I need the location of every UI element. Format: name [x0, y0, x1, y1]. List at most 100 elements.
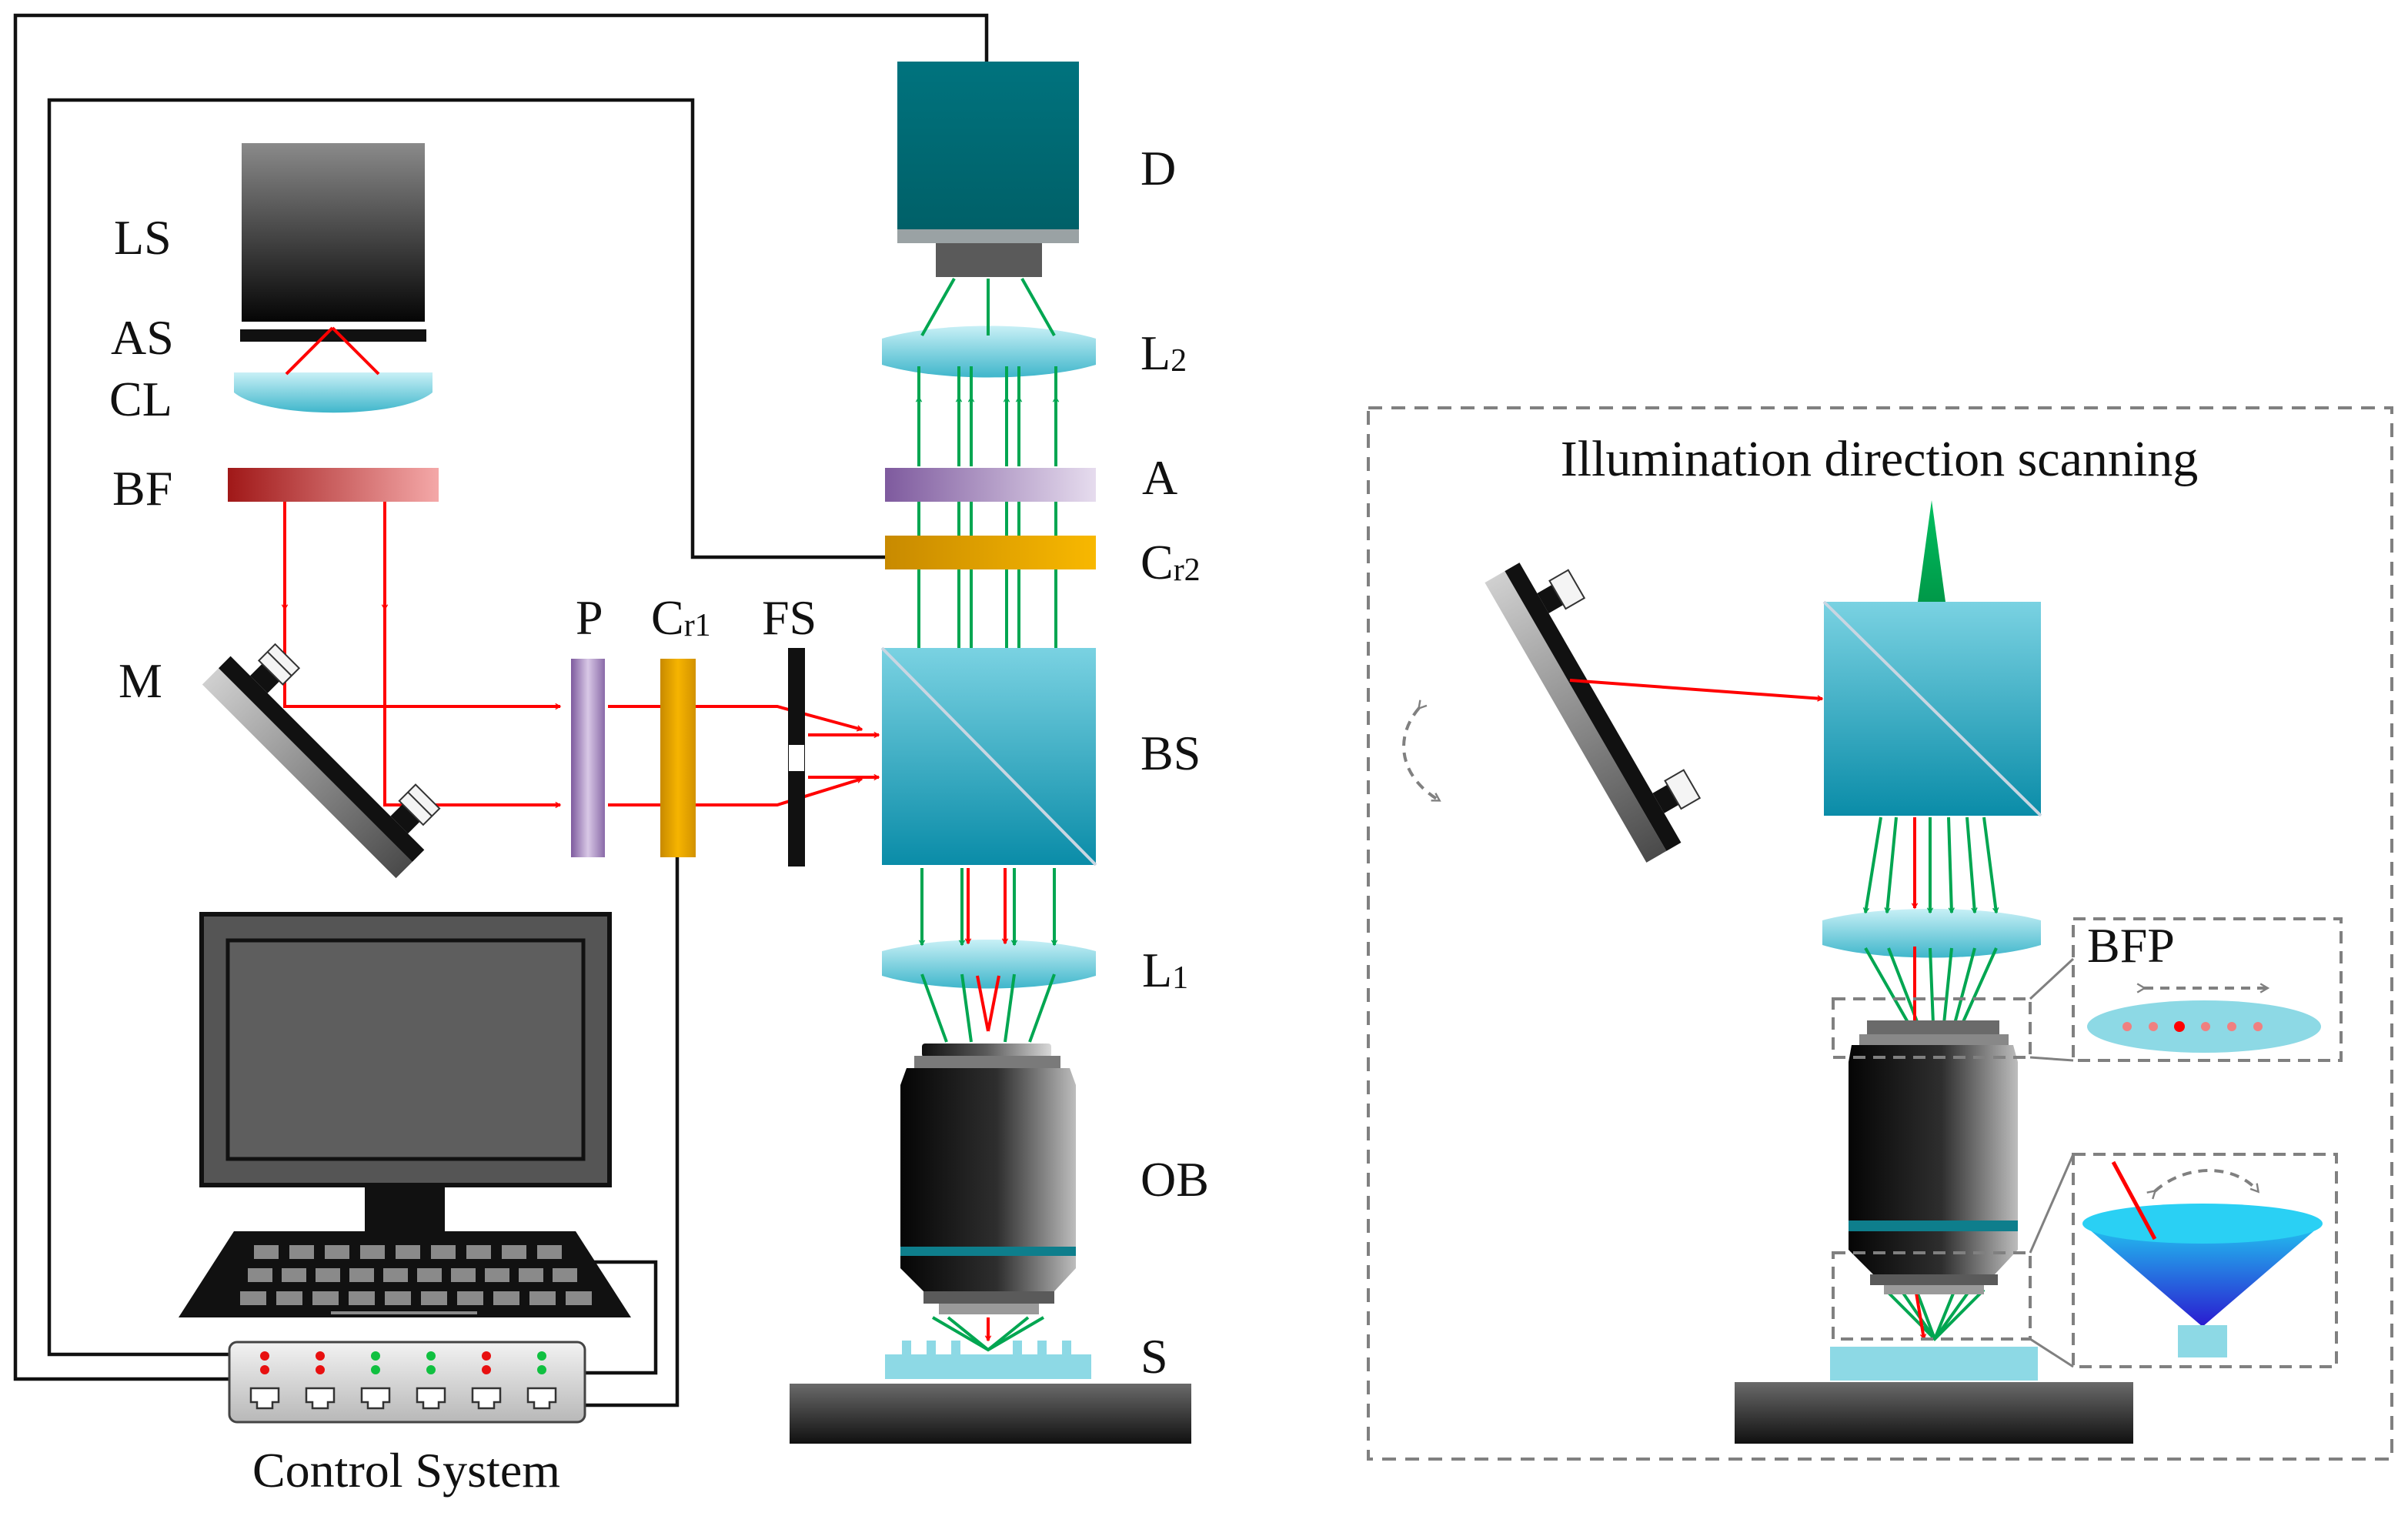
label-s: S [1141, 1329, 1168, 1384]
label-control-system: Control System [252, 1443, 560, 1498]
cone-incident-ray [2111, 1160, 2157, 1241]
keyboard-key [485, 1268, 509, 1282]
label-p: P [576, 590, 603, 645]
computer [179, 912, 631, 1317]
status-led [482, 1365, 491, 1374]
label-cr1: Cr1 [651, 590, 711, 645]
inset-actuator-top [1537, 569, 1586, 613]
lens-l1 [882, 940, 1096, 989]
bfp-spots [2122, 1021, 2263, 1032]
keyboard-key [312, 1291, 339, 1305]
label-cl: CL [109, 372, 172, 426]
keyboard-key [529, 1291, 556, 1305]
network-port-icon [526, 1387, 557, 1410]
mirror-actuator-top [250, 643, 301, 693]
liquid-crystal-retarder-cr2 [885, 536, 1096, 569]
aperture-stop-as [240, 329, 426, 342]
inset-title: Illumination direction scanning [1561, 431, 2198, 487]
label-cr2: Cr2 [1141, 535, 1201, 589]
keyboard-key [451, 1268, 476, 1282]
cable-computer [585, 1260, 658, 1375]
cone-zoom [1832, 1153, 2338, 1368]
inset-box [1367, 406, 2393, 1461]
cone-sample [2178, 1325, 2227, 1357]
inset-detection-cone [1918, 500, 1945, 602]
keyboard-key [431, 1245, 456, 1259]
inset-beam-splitter [1822, 600, 2042, 817]
keyboard-key [553, 1268, 577, 1282]
inset-mirror [1485, 563, 1702, 863]
status-led [371, 1365, 380, 1374]
keyboard-key [349, 1291, 375, 1305]
cone-rotation-arrow [2146, 1169, 2260, 1200]
keyboard-key [537, 1245, 562, 1259]
label-d: D [1141, 141, 1176, 195]
bfp-zoom [1832, 917, 2343, 1062]
keyboard-key [519, 1268, 543, 1282]
network-port-icon [471, 1387, 502, 1410]
network-port-icon [416, 1387, 446, 1410]
keyboard-key [385, 1291, 411, 1305]
keyboard-key [417, 1268, 442, 1282]
label-a: A [1142, 450, 1177, 505]
scanning-mirror-m [202, 643, 441, 879]
inset-red-ray [1911, 817, 1927, 1341]
status-led [371, 1351, 380, 1361]
keyboard-key [248, 1268, 272, 1282]
label-ob: OB [1141, 1152, 1209, 1207]
status-led [260, 1351, 269, 1361]
keyboard-spacebar [331, 1311, 477, 1314]
keyboard [179, 1231, 631, 1317]
status-led [316, 1351, 325, 1361]
label-ls: LS [114, 210, 172, 265]
beam-splitter-bs [880, 646, 1097, 867]
inset-actuator-bottom [1652, 769, 1702, 813]
keyboard-key [502, 1245, 526, 1259]
label-m: M [119, 653, 162, 708]
status-led [316, 1365, 325, 1374]
keyboard-key [566, 1291, 592, 1305]
illumination-red-main [964, 868, 1009, 1342]
inset-stage [1735, 1382, 2133, 1444]
keyboard-key [360, 1245, 385, 1259]
keyboard-key [240, 1291, 266, 1305]
keyboard-key [466, 1245, 491, 1259]
polarizer-p [571, 659, 605, 857]
status-led [482, 1351, 491, 1361]
label-bf: BF [112, 461, 172, 516]
label-bs: BS [1141, 726, 1201, 780]
status-led [537, 1351, 546, 1361]
keyboard-key [276, 1291, 302, 1305]
label-l1: L1 [1142, 943, 1188, 997]
status-led [537, 1365, 546, 1374]
objective-ob [900, 1044, 1076, 1314]
inset-sample [1830, 1347, 2038, 1381]
inset-scan-beam [1569, 679, 1824, 702]
keyboard-key [349, 1268, 374, 1282]
field-stop-fs [788, 648, 805, 867]
sample-s [885, 1341, 1091, 1379]
status-led [426, 1351, 436, 1361]
keyboard-key [325, 1245, 349, 1259]
keyboard-key [421, 1291, 447, 1305]
analyzer-a [885, 468, 1096, 502]
label-as: AS [111, 310, 174, 365]
detection-green-rays [915, 278, 1060, 1352]
detector-d [897, 62, 1079, 277]
cable-cr2 [47, 98, 885, 1357]
liquid-crystal-retarder-cr1 [660, 659, 696, 857]
lens-l2 [882, 326, 1096, 378]
inset-green-rays [1862, 816, 1999, 1341]
control-system-box [228, 1341, 586, 1424]
collector-lens-cl [234, 372, 433, 413]
stage [790, 1384, 1191, 1444]
inset-lens [1822, 909, 2041, 958]
keyboard-key [316, 1268, 340, 1282]
keyboard-key [289, 1245, 314, 1259]
keyboard-key [383, 1268, 408, 1282]
cable-detector [13, 13, 989, 1381]
cable-cr1 [585, 854, 680, 1407]
network-port-icon [305, 1387, 336, 1410]
label-l2: L2 [1141, 326, 1187, 380]
